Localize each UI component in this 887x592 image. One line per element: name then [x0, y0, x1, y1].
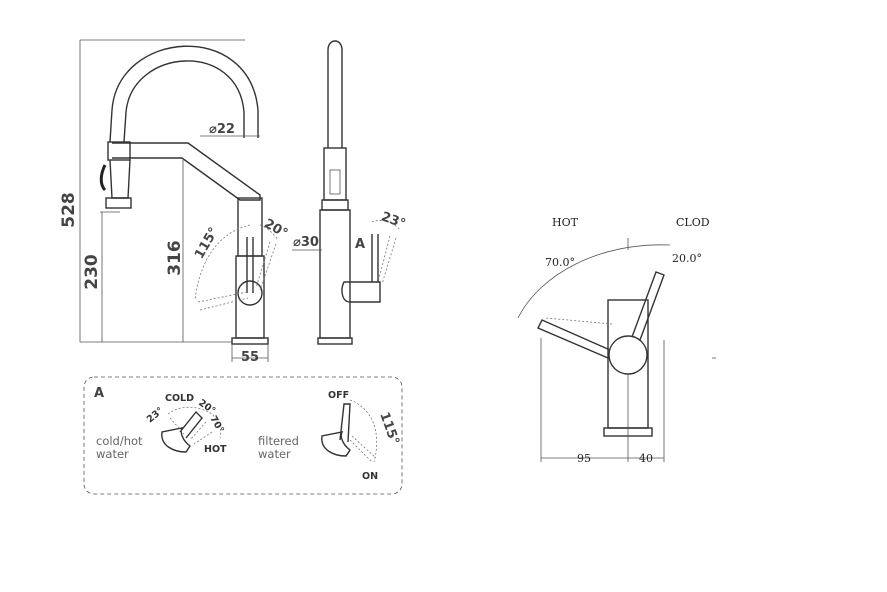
body-upper — [237, 197, 263, 257]
front-hose — [327, 40, 343, 148]
front-spray-head — [323, 147, 347, 201]
spray-head-collar — [107, 141, 131, 161]
detail-title: A — [94, 386, 104, 401]
arc-20 — [259, 224, 279, 241]
angle-lever: 23° — [379, 209, 407, 232]
spout-arm — [112, 142, 261, 201]
dim-total-height: 528 — [59, 192, 79, 228]
lever-handle — [246, 237, 254, 293]
hot-label-top: HOT — [552, 216, 579, 229]
left-mixer-body — [161, 427, 191, 453]
hot-ghost — [545, 317, 613, 325]
left-caption-line1: cold/hot — [96, 434, 143, 448]
right-caption: filtered water — [258, 434, 303, 461]
dim-base-width: 55 — [241, 350, 259, 365]
right-caption-line1: filtered — [258, 434, 299, 448]
angle-arc — [517, 244, 671, 319]
right-mixer-body — [321, 431, 351, 457]
body-base — [231, 337, 269, 345]
left-mixer-ghosts — [169, 417, 213, 445]
right-mixer-ghost — [349, 435, 377, 463]
angle-rotation: 115° — [192, 225, 222, 262]
dim-left: 95 — [577, 452, 591, 465]
detail-a-box: A cold/hot water COLD HOT 23° 20° 70° fi… — [83, 376, 403, 495]
left-caption: cold/hot water — [96, 434, 146, 461]
front-spray-window — [329, 169, 341, 195]
front-lever-stem — [371, 234, 379, 282]
detail-frame — [83, 376, 403, 495]
cold-label-top: CLOD — [676, 216, 710, 229]
off-label: OFF — [328, 390, 349, 401]
front-lever-block — [341, 281, 381, 303]
front-base — [317, 337, 353, 345]
dim-hose-diameter: ⌀22 — [209, 122, 235, 137]
hot-lever — [537, 319, 611, 359]
dim-right: 40 — [639, 452, 653, 465]
top-view: HOT CLOD 70.0° 20.0° 95 40 — [517, 216, 716, 465]
cold-label: COLD — [165, 393, 194, 404]
right-mixer-lever — [339, 403, 351, 443]
front-neck — [321, 199, 349, 211]
side-view: 528 230 316 ⌀22 55 115° 20° — [59, 39, 290, 365]
top-hub — [608, 335, 648, 375]
right-mixer-arc — [349, 399, 378, 463]
angle-tilt: 20° — [261, 216, 290, 241]
dim-body-diameter: ⌀30 — [293, 235, 319, 250]
on-label: ON — [362, 471, 378, 482]
detail-marker: A — [355, 237, 365, 252]
front-body — [319, 209, 351, 339]
angle-70: 70° — [207, 414, 226, 435]
spray-head-nozzle — [105, 197, 132, 209]
lever-ghost-115 — [197, 291, 249, 311]
body-lower — [235, 255, 265, 339]
lever-hub — [237, 280, 263, 306]
arc-115 — [194, 224, 251, 301]
cold-lever — [631, 271, 665, 341]
spray-head-body — [109, 159, 131, 199]
dim-body-height: 316 — [165, 240, 185, 276]
spray-head-handle — [99, 164, 107, 192]
right-caption-line2: water — [258, 447, 291, 461]
angle-115: 115° — [376, 410, 402, 447]
lever-ghost-20 — [255, 241, 277, 291]
angle-23: 23° — [145, 405, 166, 425]
angle-20: 20° — [196, 397, 217, 416]
dim-spout-height: 230 — [82, 254, 102, 290]
front-view: ⌀30 A 23° — [292, 40, 407, 345]
left-caption-line2: water — [96, 447, 129, 461]
hot-label: HOT — [204, 444, 227, 455]
hose-outer — [109, 45, 259, 143]
hose-inner — [123, 60, 245, 143]
hot-angle: 70.0° — [545, 256, 575, 269]
left-mixer-lever — [179, 410, 203, 439]
front-arc-23 — [371, 220, 401, 231]
cold-angle: 20.0° — [672, 252, 702, 265]
front-lever-ghost — [377, 235, 397, 285]
